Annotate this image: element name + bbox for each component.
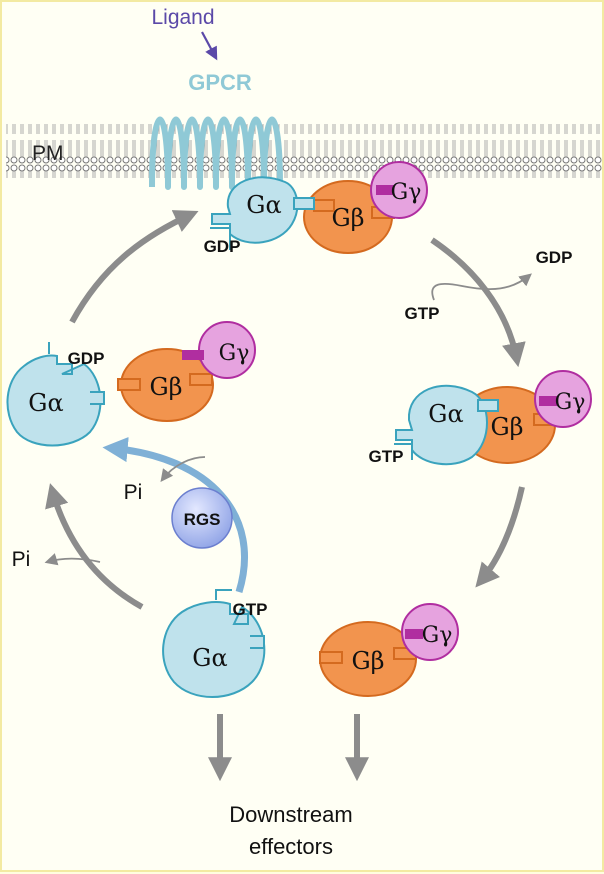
pi-label-upper: Pi xyxy=(124,481,143,504)
gpcr-label: GPCR xyxy=(188,70,252,95)
g-alpha-label: Gα xyxy=(192,644,227,672)
g-alpha-tab xyxy=(90,391,105,405)
gtp-pocket xyxy=(394,443,413,460)
g-beta-gamma-left: Gβ Gγ xyxy=(117,321,256,422)
gdp-released-label: GDP xyxy=(536,248,573,267)
hydrolysis-arrow xyxy=(45,483,144,610)
g-beta-tab xyxy=(319,651,343,664)
gpcr-receptor xyxy=(149,116,283,190)
g-beta-label: Gβ xyxy=(351,647,384,675)
pi-release-arrow-lower xyxy=(44,553,101,566)
plasma-membrane xyxy=(6,124,602,178)
g-beta-label: Gβ xyxy=(331,204,364,232)
gdp-release-arrow xyxy=(431,273,532,301)
gdp-label-membrane: GDP xyxy=(204,237,241,256)
g-alpha-tab xyxy=(250,635,265,649)
g-alpha-label: Gα xyxy=(246,191,281,219)
g-beta-label: Gβ xyxy=(490,413,523,441)
downstream-label: Downstream xyxy=(229,802,352,827)
g-beta-tab xyxy=(117,378,141,391)
g-gamma-anchor xyxy=(539,396,557,406)
g-alpha-gdp-free: Gα GDP xyxy=(6,342,105,447)
g-gamma-label: Gγ xyxy=(219,341,250,366)
rgs-label: RGS xyxy=(184,510,221,529)
g-beta-tab xyxy=(189,373,213,386)
g-alpha-label: Gα xyxy=(28,389,63,417)
exchange-arrow xyxy=(430,237,526,368)
g-gamma-subunit xyxy=(534,370,592,428)
g-gamma-subunit xyxy=(401,603,459,661)
g-gamma-label: Gγ xyxy=(391,180,422,205)
g-alpha-subunit xyxy=(6,354,102,447)
reassociation-arrow xyxy=(69,210,199,324)
g-beta-label: Gβ xyxy=(149,373,182,401)
gtp-incoming-label: GTP xyxy=(405,304,440,323)
g-gamma-label: Gγ xyxy=(422,623,453,648)
gtp-bound-label: GTP xyxy=(369,447,404,466)
g-gamma-subunit xyxy=(370,161,428,219)
effectors-label: effectors xyxy=(249,834,333,859)
pm-label: PM xyxy=(32,142,64,165)
g-alpha-subunit xyxy=(162,601,266,698)
pi-release-arrow-upper xyxy=(160,456,206,483)
ligand-arrow xyxy=(201,31,218,61)
g-alpha-subunit xyxy=(395,384,488,466)
g-beta-gamma-free: Gβ Gγ xyxy=(319,603,459,697)
gdp-free-label: GDP xyxy=(68,349,105,368)
heterotrimer-gtp: Gβ Gγ Gα GTP xyxy=(369,370,592,466)
g-alpha-tab xyxy=(477,399,499,412)
g-gamma-anchor xyxy=(405,629,423,639)
g-alpha-tab xyxy=(293,197,315,210)
gtp-free-label: GTP xyxy=(233,600,268,619)
g-gamma-label: Gγ xyxy=(555,390,586,415)
ligand-label: Ligand xyxy=(151,6,214,29)
g-alpha-label: Gα xyxy=(428,400,463,428)
gdp-pocket xyxy=(210,227,231,250)
rgs-protein xyxy=(171,487,233,549)
g-alpha-gtp-free: Gα GTP xyxy=(162,589,268,698)
pi-label-lower: Pi xyxy=(12,548,31,571)
g-gamma-anchor xyxy=(182,350,204,360)
gtp-pocket xyxy=(215,589,232,600)
dissociation-arrow xyxy=(475,486,525,588)
g-gamma-anchor xyxy=(376,185,394,195)
heterotrimer-membrane: Gβ Gγ Gα GDP xyxy=(204,161,428,256)
